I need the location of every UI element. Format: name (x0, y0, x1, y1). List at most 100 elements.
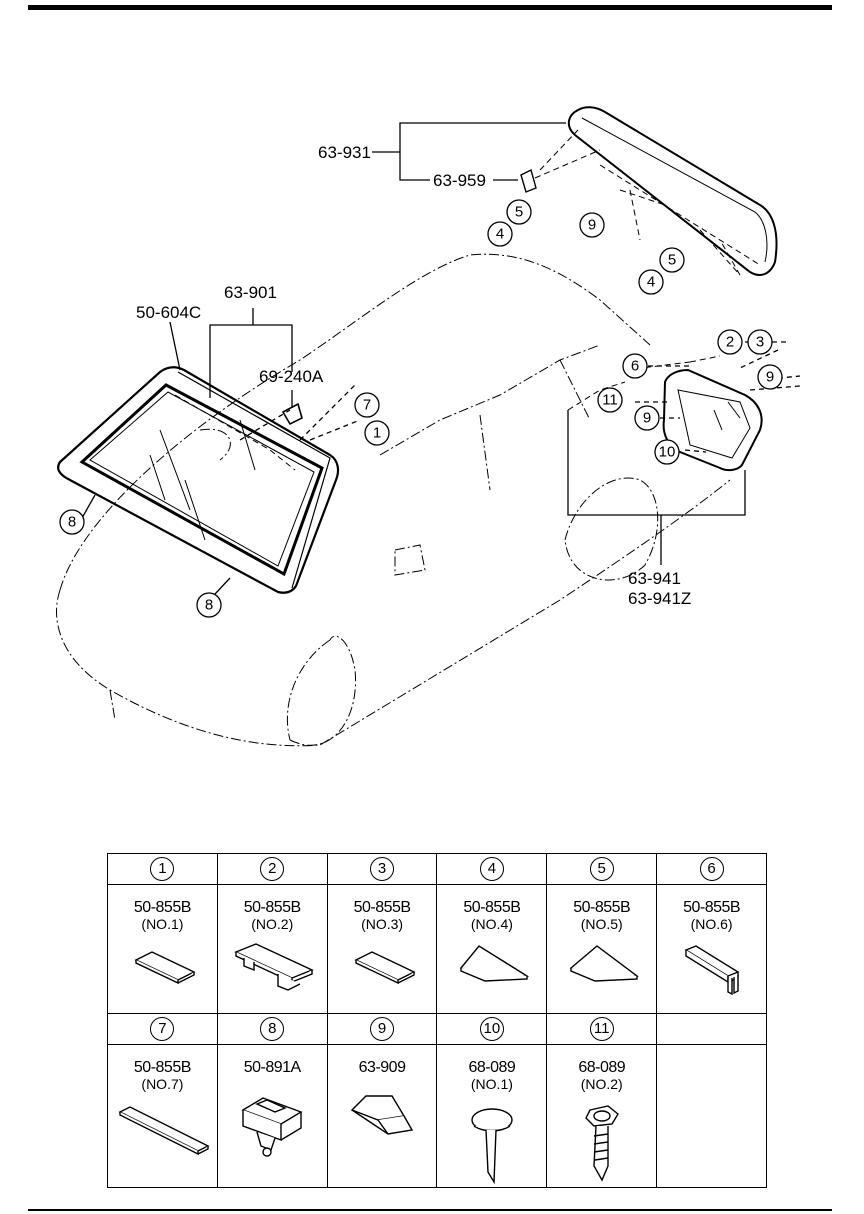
part-number: 68-089 (578, 1059, 626, 1076)
cell-ref-11: 11 (546, 1013, 658, 1045)
callout-63-941: 63-941 (628, 569, 681, 588)
callout-69-240A: 69-240A (259, 367, 324, 386)
ref-9-quarter-inner: 9 (643, 410, 651, 427)
ref-11-quarter: 11 (602, 392, 618, 409)
ref-5-liftgate: 5 (515, 204, 523, 221)
rear-view-mirror (281, 402, 303, 426)
cell-ref-9: 9 (326, 1013, 438, 1045)
callout-63-941Z: 63-941Z (628, 589, 691, 608)
ref-5-liftgate-lower: 5 (668, 252, 676, 269)
ref-9-quarter: 9 (766, 369, 774, 386)
fastener-clip-icon (241, 1097, 303, 1157)
windshield-glass (57, 366, 340, 594)
part-number: 68-089 (468, 1059, 516, 1076)
part-variant: (NO.1) (141, 916, 184, 932)
ref-circle-8: 8 (260, 1017, 285, 1041)
flat-spacer-icon (354, 951, 416, 985)
glass-parts-diagram: 63-931 63-959 50-604C 63-901 69-240A 63-… (56, 106, 801, 747)
channel-spacer-icon (684, 945, 740, 996)
ref-circle-3: 3 (370, 857, 395, 881)
ref-3-quarter: 3 (756, 334, 764, 351)
part-variant: (NO.7) (141, 1076, 184, 1092)
part-variant: (NO.5) (580, 916, 623, 932)
part-cell-5: 50-855B (NO.5) (546, 884, 658, 1014)
parts-table-header-row-2: 7 8 9 10 11 (107, 1013, 767, 1045)
cell-ref-8: 8 (216, 1013, 328, 1045)
part-variant: (NO.2) (580, 1076, 623, 1092)
cell-ref-3: 3 (326, 853, 438, 885)
part-number: 50-855B (133, 1059, 191, 1076)
part-cell-6: 50-855B (NO.6) (656, 884, 767, 1014)
part-number: 50-855B (133, 899, 191, 916)
part-cell-9: 63-909 (326, 1044, 438, 1188)
ref-circle-9: 9 (370, 1017, 395, 1041)
cell-ref-5: 5 (546, 853, 658, 885)
liftgate-glass (520, 106, 778, 276)
part-cell-3: 50-855B (NO.3) (326, 884, 438, 1014)
ref-circle-6: 6 (699, 857, 724, 881)
part-number: 50-891A (243, 1059, 301, 1076)
cell-ref-2: 2 (216, 853, 328, 885)
ref-1-windshield: 1 (373, 425, 381, 442)
ref-6-quarter: 6 (631, 358, 639, 375)
ref-circle-1: 1 (150, 857, 175, 881)
ref-circle-11: 11 (589, 1017, 614, 1041)
ref-8-windshield-left: 8 (68, 514, 76, 531)
parts-table: 1 2 3 4 5 6 50-855B (NO.1) 50-855B (NO.2… (107, 853, 767, 1188)
part-cell-1: 50-855B (NO.1) (107, 884, 218, 1014)
ref-7-windshield: 7 (363, 397, 371, 414)
ref-circle-5: 5 (589, 857, 614, 881)
callout-50-604C: 50-604C (136, 303, 201, 322)
part-number: 50-855B (463, 899, 521, 916)
part-variant: (NO.2) (251, 916, 294, 932)
ref-circle-4: 4 (479, 857, 504, 881)
top-rule (28, 5, 832, 10)
wedge-spacer-icon (569, 945, 639, 982)
part-variant: (NO.6) (690, 916, 733, 932)
cell-ref-empty (656, 1013, 767, 1045)
ref-circle-2: 2 (260, 857, 285, 881)
part-cell-7: 50-855B (NO.7) (107, 1044, 218, 1188)
ref-8-windshield-bottom: 8 (205, 597, 213, 614)
part-cell-empty (656, 1044, 767, 1188)
part-number: 50-855B (243, 899, 301, 916)
ref-2-quarter: 2 (726, 334, 734, 351)
callout-63-901: 63-901 (224, 283, 277, 302)
parts-table-header-row-1: 1 2 3 4 5 6 (107, 853, 767, 885)
part-variant: (NO.3) (361, 916, 404, 932)
vehicle-outline (56, 253, 731, 747)
cell-ref-6: 6 (656, 853, 767, 885)
part-cell-10: 68-089 (NO.1) (436, 1044, 548, 1188)
wedge-spacer-icon (459, 945, 530, 982)
part-cell-11: 68-089 (NO.2) (546, 1044, 658, 1188)
parts-table-body-row-2: 50-855B (NO.7) 50-891A 63-909 68-089 (NO… (107, 1044, 767, 1188)
ref-9-liftgate: 9 (588, 217, 596, 234)
cell-ref-1: 1 (107, 853, 218, 885)
part-cell-4: 50-855B (NO.4) (436, 884, 548, 1014)
part-number: 50-855B (353, 899, 411, 916)
part-cell-2: 50-855B (NO.2) (216, 884, 328, 1014)
block-spacer-icon (350, 1095, 414, 1135)
flat-spacer-icon (134, 951, 197, 985)
part-number: 63-909 (358, 1059, 406, 1076)
cell-ref-7: 7 (107, 1013, 218, 1045)
part-number: 50-855B (683, 899, 741, 916)
part-variant: (NO.4) (470, 916, 513, 932)
callout-63-931: 63-931 (318, 143, 371, 162)
cell-ref-10: 10 (436, 1013, 548, 1045)
ref-circle-7: 7 (150, 1017, 175, 1041)
part-variant: (NO.1) (470, 1076, 513, 1092)
push-pin-icon (471, 1108, 513, 1185)
ref-10-quarter: 10 (659, 444, 676, 461)
ref-4-liftgate: 4 (496, 226, 504, 243)
ref-circle-10: 10 (479, 1017, 504, 1041)
cell-ref-4: 4 (436, 853, 548, 885)
callout-63-959: 63-959 (433, 171, 486, 190)
ref-4-liftgate-lower: 4 (647, 274, 655, 291)
bottom-rule (28, 1209, 832, 1211)
parts-table-body-row-1: 50-855B (NO.1) 50-855B (NO.2) 50-855B (N… (107, 884, 767, 1014)
threaded-fastener-icon (584, 1105, 619, 1182)
part-number: 50-855B (573, 899, 631, 916)
long-spacer-icon (118, 1106, 210, 1156)
part-cell-8: 50-891A (216, 1044, 328, 1188)
